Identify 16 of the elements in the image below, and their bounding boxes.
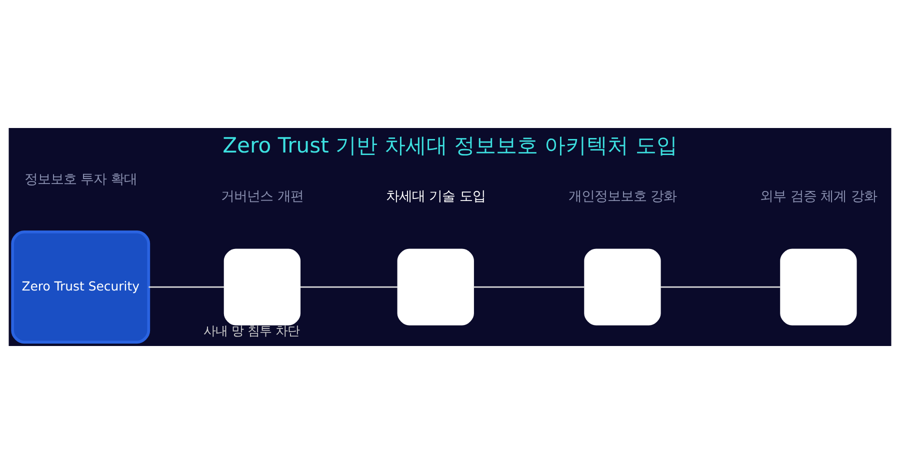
label: 차세대 기술 도입 xyxy=(386,190,486,205)
node-box xyxy=(397,248,474,326)
diagram-title: Zero Trust 기반 차세대 정보보호 아키텍처 도입 xyxy=(222,132,678,158)
connector xyxy=(474,286,585,288)
connector xyxy=(148,286,224,288)
node-label: 사내 망 침투 차단 xyxy=(204,322,300,338)
label: 정보보호 투자 확대 xyxy=(24,172,137,188)
label: 외부 검증 체계 강화 xyxy=(760,190,877,205)
label: 거버넌스 개편 xyxy=(221,190,304,205)
node-box xyxy=(584,248,661,326)
node-box xyxy=(780,248,857,326)
node-box: Zero Trust Security xyxy=(11,230,150,344)
connector xyxy=(660,286,780,288)
node-box xyxy=(224,248,301,326)
connector xyxy=(300,286,398,288)
label: 개인정보보호 강화 xyxy=(568,190,677,205)
